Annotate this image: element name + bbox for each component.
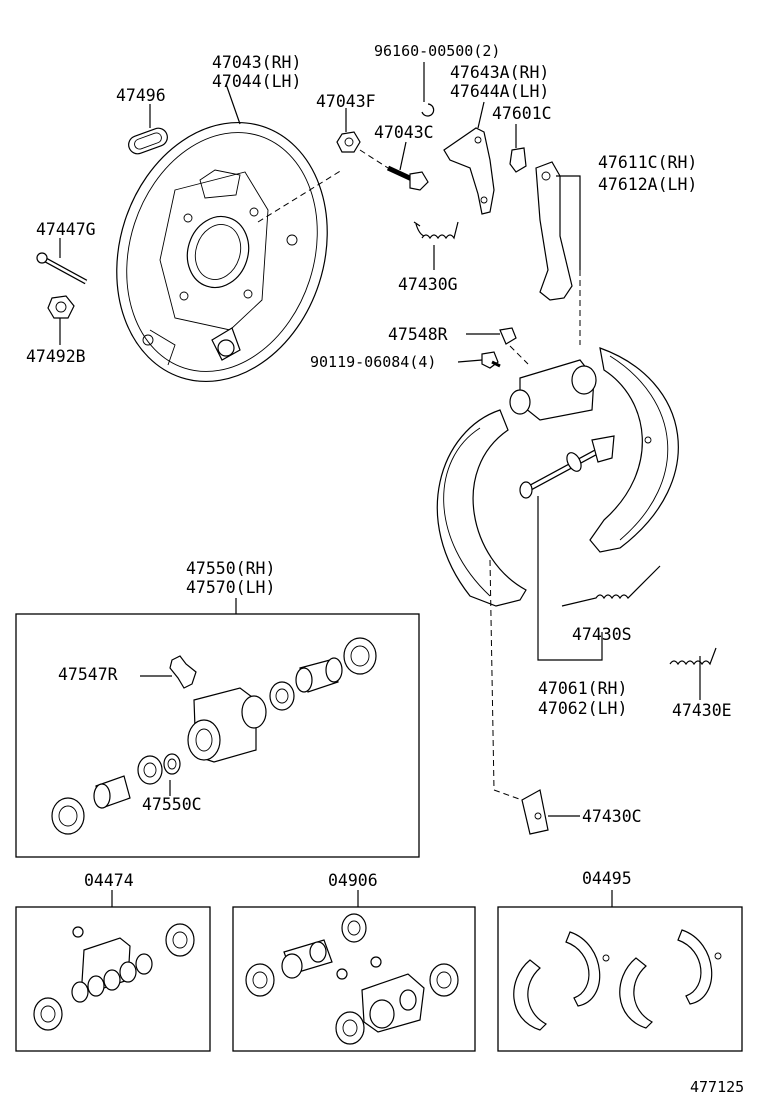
c-clip-47601c (509, 147, 527, 173)
clip-47430c (521, 789, 549, 835)
wheel-cylinder-assembly (509, 345, 597, 421)
label-04495: 04495 (582, 869, 632, 888)
label-04474: 04474 (84, 871, 134, 890)
backing-plate-drawing (116, 121, 328, 383)
label-47550-rh: 47550(RH) (186, 559, 275, 578)
label-47611c-rh: 47611C(RH) (598, 153, 697, 172)
nut-47043f (336, 131, 361, 153)
box-wheel-cylinder-47550 (15, 613, 420, 858)
label-47430c: 47430C (582, 807, 642, 826)
spring-47430s (561, 565, 661, 607)
label-47547r: 47547R (58, 665, 118, 684)
label-47548r: 47548R (388, 325, 448, 344)
spring-47430g (413, 221, 459, 240)
spring-47430e (669, 647, 717, 666)
nut-47492b (47, 295, 75, 319)
label-47430g: 47430G (398, 275, 458, 294)
lever-47643a (443, 127, 495, 215)
label-47044-lh: 47044(LH) (212, 72, 301, 91)
label-47447g: 47447G (36, 220, 96, 239)
reference-number: 477125 (690, 1078, 744, 1096)
label-47492b: 47492B (26, 347, 86, 366)
label-47644a-lh: 47644A(LH) (450, 82, 549, 101)
label-47061-rh: 47061(RH) (538, 679, 627, 698)
label-47570-lh: 47570(LH) (186, 578, 275, 597)
box-kit-04906 (232, 906, 476, 1052)
box-kit-04474 (15, 906, 211, 1052)
bleeder-47547r (169, 655, 197, 689)
clip-96160 (421, 103, 435, 117)
label-47043f: 47043F (316, 92, 376, 111)
label-47496: 47496 (116, 86, 166, 105)
label-47430e: 47430E (672, 701, 732, 720)
bolt-47447g (36, 252, 88, 285)
box-kit-04495 (497, 906, 743, 1052)
kit-04474-parts (33, 923, 195, 1031)
adjuster-47061 (519, 435, 615, 499)
brake-shoe-right (589, 347, 679, 553)
label-47612a-lh: 47612A(LH) (598, 175, 697, 194)
label-47550c: 47550C (142, 795, 202, 814)
label-47043-rh: 47043(RH) (212, 53, 301, 72)
label-47430s: 47430S (572, 625, 632, 644)
kit-04906-parts (245, 913, 459, 1045)
kit-04495-shoes (513, 929, 722, 1031)
label-04906: 04906 (328, 871, 378, 890)
label-47601c: 47601C (492, 104, 552, 123)
label-96160-00500: 96160-00500(2) (374, 42, 500, 60)
wheel-cylinder-exploded (51, 637, 377, 835)
bolt-47043c (386, 165, 429, 191)
label-47062-lh: 47062(LH) (538, 699, 627, 718)
plug-47496 (128, 127, 168, 155)
brake-shoe-left (436, 409, 527, 607)
label-90119-06084: 90119-06084(4) (310, 353, 436, 371)
bolts-90119 (481, 351, 501, 369)
label-47643a-rh: 47643A(RH) (450, 63, 549, 82)
label-47043c: 47043C (374, 123, 434, 142)
bleeder-47548r (499, 327, 517, 345)
lever-47611c (535, 161, 573, 301)
